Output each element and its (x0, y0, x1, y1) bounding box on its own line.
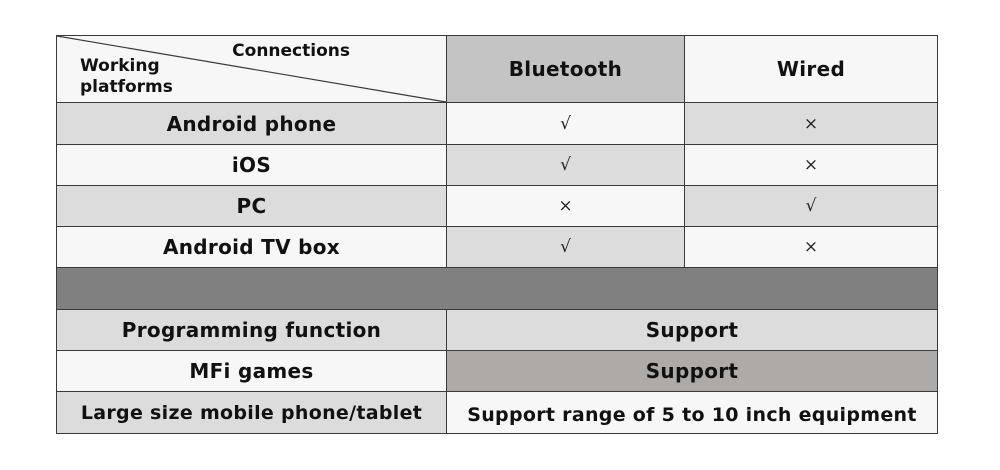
bluetooth-mark: √ (447, 145, 685, 186)
wired-mark: × (685, 227, 937, 268)
feature-name-cell: Programming function (57, 310, 447, 351)
header-wired: Wired (685, 36, 937, 103)
bluetooth-mark: √ (447, 103, 685, 145)
separator-band (57, 268, 937, 310)
feature-name-cell: Large size mobile phone/tablet (57, 392, 447, 433)
feature-name-cell: MFi games (57, 351, 447, 392)
bluetooth-mark: √ (447, 227, 685, 268)
diagonal-divider (57, 36, 447, 103)
bluetooth-mark: × (447, 186, 685, 227)
feature-value-cell: Support range of 5 to 10 inch equipment (447, 392, 937, 433)
feature-value-cell: Support (447, 351, 937, 392)
corner-label-working-platforms: Working platforms (80, 56, 173, 98)
platform-cell: Android TV box (57, 227, 447, 268)
wired-mark: √ (685, 186, 937, 227)
wired-mark: × (685, 145, 937, 186)
corner-label-connections: Connections (232, 41, 350, 61)
header-corner-cell: Connections Working platforms (57, 36, 447, 103)
corner-label-line2: platforms (80, 77, 173, 97)
platform-cell: iOS (57, 145, 447, 186)
wired-mark: × (685, 103, 937, 145)
header-bluetooth: Bluetooth (447, 36, 685, 103)
platform-cell: PC (57, 186, 447, 227)
feature-value-cell: Support (447, 310, 937, 351)
compatibility-table: Connections Working platforms Bluetooth … (56, 35, 938, 434)
platform-cell: Android phone (57, 103, 447, 145)
corner-label-line1: Working (80, 56, 160, 76)
